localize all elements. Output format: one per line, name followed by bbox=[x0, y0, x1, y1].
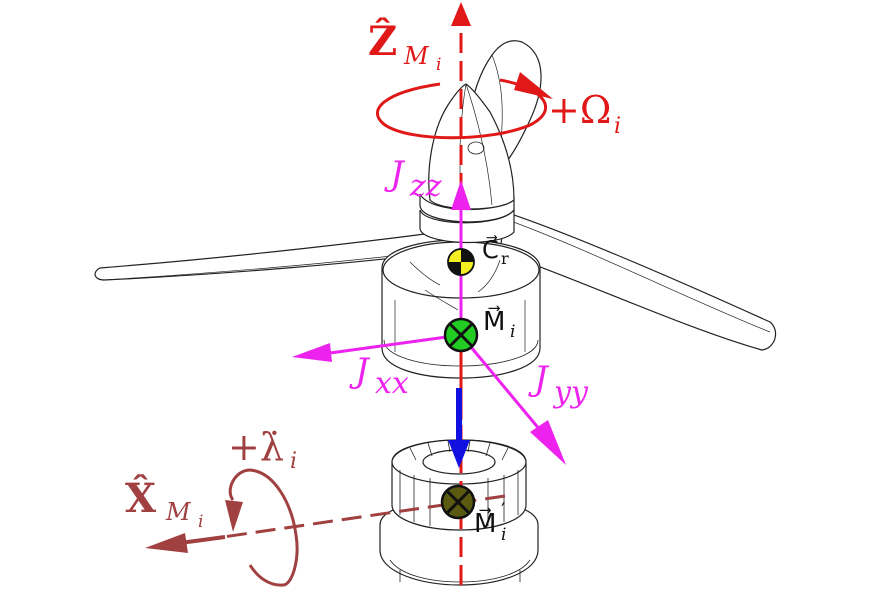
jzz-label-base: J bbox=[384, 154, 406, 194]
force-arrowhead bbox=[448, 440, 470, 468]
jxx-axis bbox=[329, 333, 462, 355]
cr-marker bbox=[447, 248, 475, 276]
cr-label-base: C⃗ bbox=[482, 235, 499, 264]
right-blade bbox=[499, 211, 777, 351]
mi-prime-marker bbox=[440, 484, 476, 520]
mi-label-sub: i bbox=[510, 322, 515, 342]
spinner-icon bbox=[419, 83, 515, 244]
jyy-label-sub: yy bbox=[552, 375, 589, 410]
omega-label-text: +Ω bbox=[548, 88, 611, 132]
z-axis-label-sub-i: i bbox=[436, 55, 441, 75]
x-axis-label: X̂ M i bbox=[125, 475, 203, 532]
lambda-rotation-icon bbox=[225, 468, 299, 587]
omega-label: +Ω i bbox=[548, 88, 621, 139]
mi-label-base: M⃗ bbox=[483, 305, 505, 337]
x-axis-arrowhead bbox=[145, 533, 188, 553]
x-axis-label-sub-i: i bbox=[198, 512, 203, 532]
mi-prime-label-base: M⃗ bbox=[474, 507, 496, 539]
left-blade bbox=[94, 231, 443, 281]
jyy-axis bbox=[459, 334, 542, 431]
lambda-label-text: +λ̇ bbox=[228, 425, 284, 469]
mi-prime-label-sub: i bbox=[501, 525, 506, 545]
mi-marker bbox=[443, 317, 479, 353]
x-axis bbox=[145, 494, 506, 553]
omega-label-sub: i bbox=[614, 114, 621, 139]
z-axis-label-base: Ẑ bbox=[368, 18, 397, 65]
jzz-arrowhead bbox=[451, 180, 471, 210]
mi-prime-label-prime: ′ bbox=[501, 498, 506, 522]
z-axis-arrowhead bbox=[451, 2, 471, 26]
mi-label: M⃗ i bbox=[483, 305, 515, 342]
jxx-arrowhead bbox=[292, 343, 332, 362]
cr-label-sub: r bbox=[501, 249, 509, 268]
jzz-label: J zz bbox=[384, 154, 442, 204]
inertia-axes bbox=[292, 180, 566, 465]
x-axis-label-sub: M bbox=[165, 498, 192, 526]
x-axis-label-base: X̂ bbox=[125, 475, 156, 522]
jyy-label-base: J bbox=[528, 359, 550, 399]
propeller-icon bbox=[94, 40, 777, 351]
jyy-arrowhead bbox=[530, 420, 566, 465]
z-axis-label-sub: M bbox=[403, 42, 430, 70]
jxx-label: J xx bbox=[349, 351, 409, 401]
mi-prime-label: M⃗ ′ i bbox=[474, 498, 506, 545]
lambda-label: +λ̇ i bbox=[228, 425, 297, 474]
jyy-label: J yy bbox=[528, 359, 589, 410]
lambda-label-sub: i bbox=[290, 449, 297, 474]
jxx-label-base: J bbox=[349, 351, 371, 391]
cr-label: C⃗ r bbox=[482, 235, 509, 268]
z-axis-label: Ẑ M i bbox=[368, 18, 441, 75]
x-axis-solid-segment bbox=[179, 535, 226, 545]
force-arrow bbox=[448, 388, 470, 468]
jxx-label-sub: xx bbox=[375, 366, 409, 401]
omega-rotation-icon bbox=[375, 72, 553, 140]
jzz-label-sub: zz bbox=[409, 169, 442, 204]
